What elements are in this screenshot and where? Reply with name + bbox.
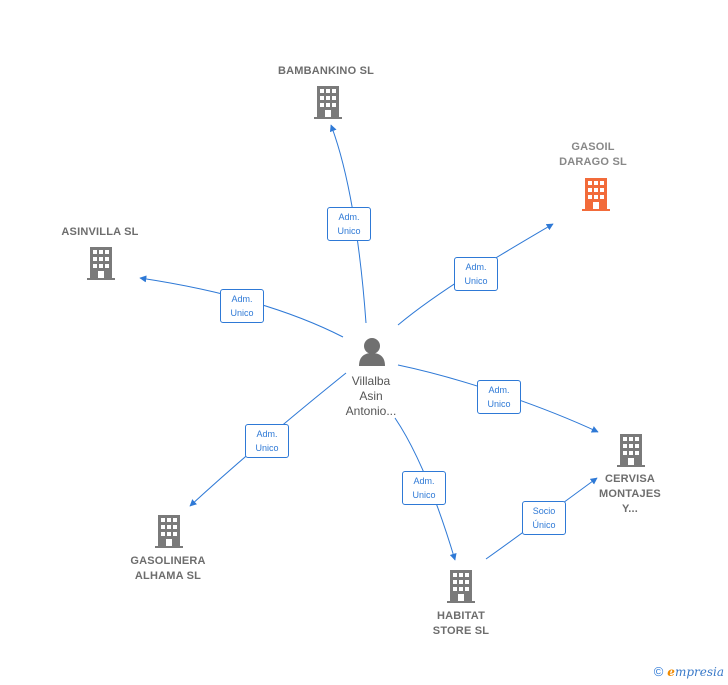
company-gasoil-icon[interactable] [582,178,610,211]
company-bambankino-icon[interactable] [314,86,342,119]
edge-label-asinvilla: Adm. Unico [220,289,264,323]
edge-label-gasoil: Adm. Unico [454,257,498,291]
edge-label-bambankino: Adm. Unico [327,207,371,241]
brand-logo[interactable]: empresia [667,665,724,679]
brand-initial: e [667,664,675,679]
brand-name: mpresia [674,664,724,679]
person-icon[interactable] [359,338,385,366]
company-label-bambankino[interactable]: BAMBANKINO SL [277,65,375,77]
company-label-asinvilla[interactable]: ASINVILLA SL [61,226,139,238]
company-habitat-icon[interactable] [447,570,475,603]
company-label-habitat[interactable]: HABITAT STORE SL [432,610,490,637]
copyright-icon: © [653,664,664,679]
footer-brand[interactable]: © empresia [654,664,724,679]
company-gasolinera-icon[interactable] [155,515,183,548]
edge-label-habitat-cervisa: Socio Único [522,501,566,535]
person-label[interactable]: Villalba Asin Antonio... [345,374,397,418]
company-label-gasoil[interactable]: GASOIL DARAGO SL [559,141,627,168]
company-label-cervisa[interactable]: CERVISA MONTAJES Y... [599,473,661,515]
edge-label-cervisa: Adm. Unico [477,380,521,414]
edge-label-habitat: Adm. Unico [402,471,446,505]
edge-label-gasolinera: Adm. Unico [245,424,289,458]
company-label-gasolinera[interactable]: GASOLINERA ALHAMA SL [130,555,206,582]
company-cervisa-icon[interactable] [617,434,645,467]
company-asinvilla-icon[interactable] [87,247,115,280]
